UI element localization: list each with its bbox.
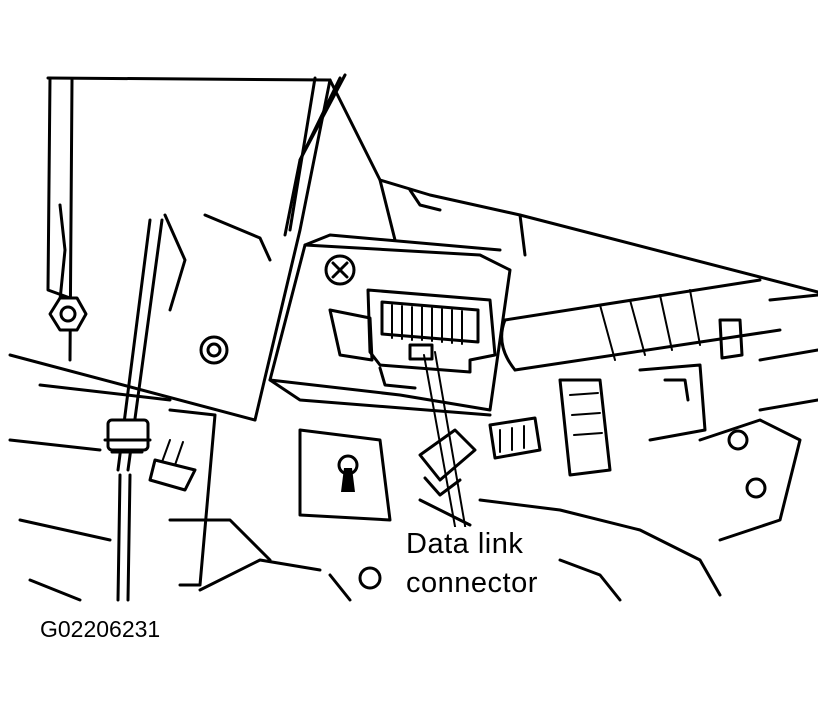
panel-bolt	[201, 337, 227, 363]
left-bracket	[10, 385, 215, 585]
dash-panel	[10, 75, 345, 420]
panel-bolt	[50, 298, 86, 330]
callout-leader-lines	[424, 352, 468, 543]
wiring-harness	[502, 280, 780, 370]
callout-label-line1: Data link	[402, 527, 528, 561]
mounting-screw	[326, 256, 354, 284]
release-cable	[105, 220, 162, 600]
connector-bracket	[270, 235, 510, 415]
figure-id: G02206231	[40, 616, 161, 642]
keyhole-bracket	[300, 430, 390, 520]
knee-bolster-cover	[330, 80, 818, 292]
data-link-connector	[330, 290, 495, 388]
lower-structure	[30, 500, 720, 600]
small-connector	[420, 418, 540, 495]
callout-label-line2: connector	[402, 566, 542, 600]
right-frame	[560, 295, 818, 540]
